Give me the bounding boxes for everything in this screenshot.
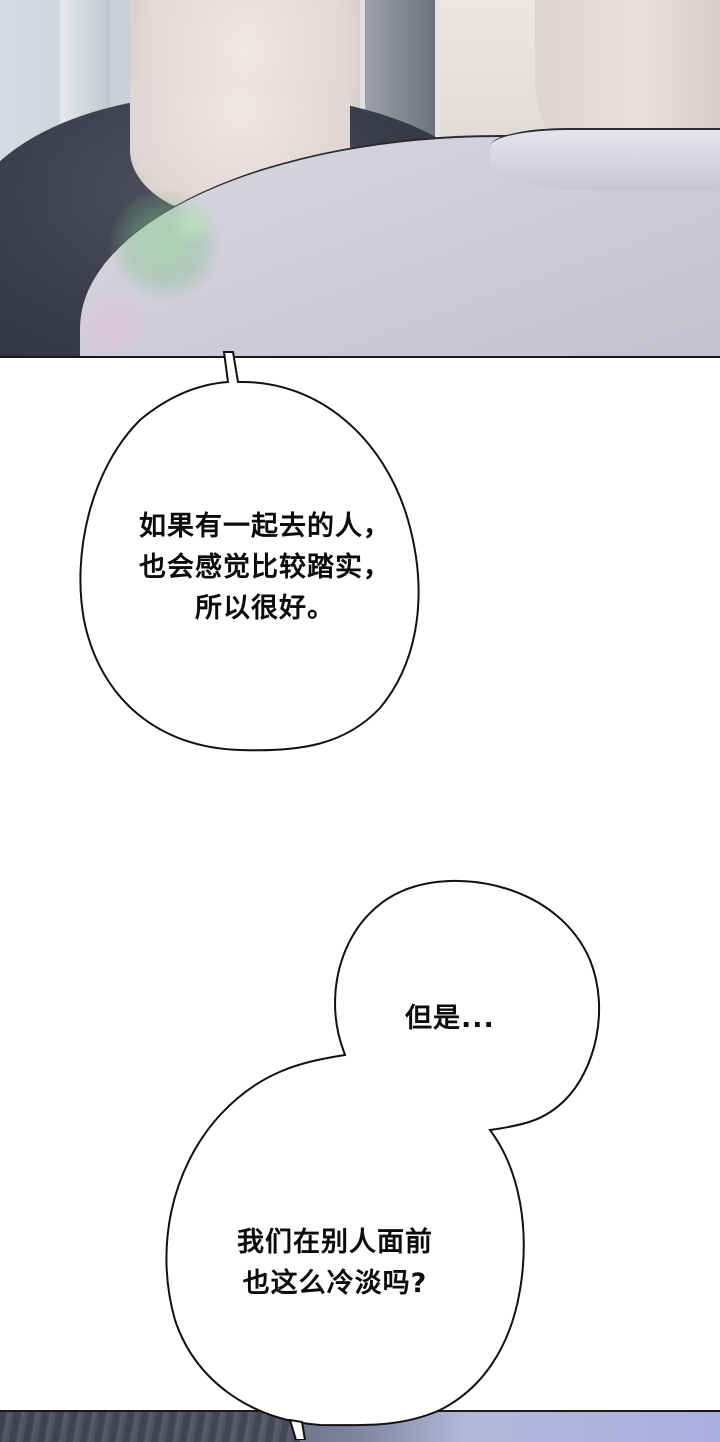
white-collar [490,128,720,190]
speech-bubble-2-3-outline [165,879,601,1427]
bubble-3-line-2: 也这么冷淡吗? [242,1268,428,1299]
bubble-2-line-1: 但是... [405,1003,495,1034]
bubble-1-line-2: 也会感觉比较踏实， [139,552,391,583]
speech-bubble-3-text: 我们在别人面前 也这么冷淡吗? [200,1222,470,1304]
speech-bubble-2-text: 但是... [405,998,535,1039]
bubble-1-line-3: 所以很好。 [195,593,335,624]
speech-bubble-1-text: 如果有一起去的人， 也会感觉比较踏实， 所以很好。 [110,506,420,629]
bubble-3-line-1: 我们在别人面前 [237,1227,433,1258]
comic-panel-top [0,0,720,358]
lens-flare-green-small [170,200,215,245]
comic-panel-bottom [0,1410,720,1442]
character-hair [0,1412,300,1442]
lens-flare-pink [80,290,150,356]
bubble-1-line-1: 如果有一起去的人， [139,511,391,542]
